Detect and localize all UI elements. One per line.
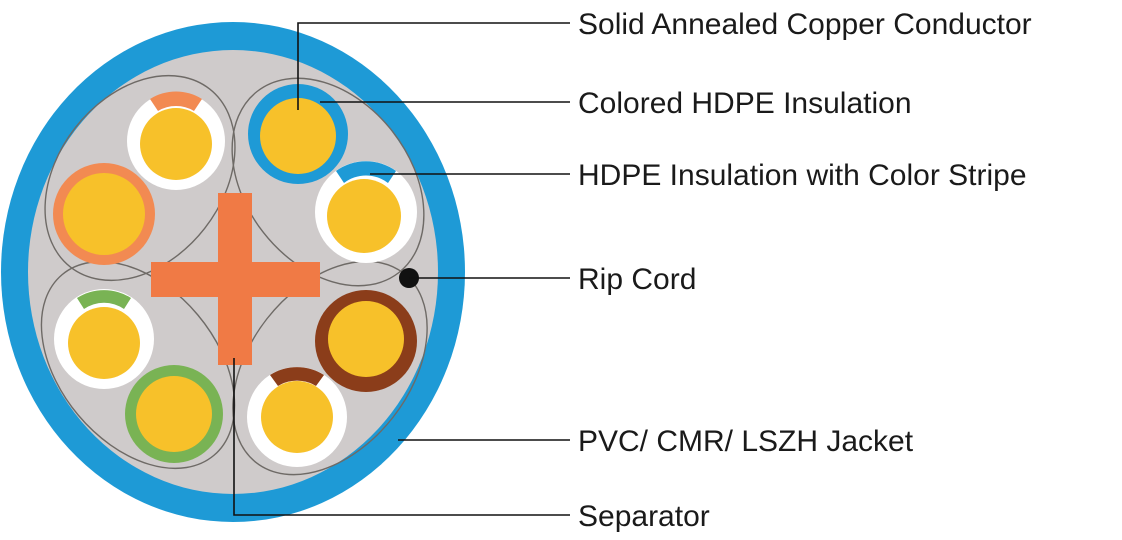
wire-orange <box>53 163 155 265</box>
label-separator: Separator <box>578 500 710 533</box>
copper-core <box>140 108 212 180</box>
green-stripe <box>77 290 131 309</box>
wire-white-orange-stripe <box>127 91 225 190</box>
separator-horizontal-bar <box>151 262 320 297</box>
orange-stripe <box>150 91 202 111</box>
callout-labels: Solid Annealed Copper Conductor Colored … <box>578 8 1032 533</box>
pair-outline-bottom-left <box>40 260 236 470</box>
leader-conductor <box>297 22 570 110</box>
label-rip-cord: Rip Cord <box>578 263 696 296</box>
leader-lines <box>233 22 570 516</box>
label-striped-insulation: HDPE Insulation with Color Stripe <box>578 159 1027 192</box>
wire-green <box>125 365 223 463</box>
copper-core <box>327 179 401 253</box>
wire-white-blue-stripe <box>315 161 417 263</box>
copper-core <box>261 381 333 453</box>
copper-core <box>136 376 212 452</box>
pair-outline-top-left <box>44 74 236 282</box>
cross-separator <box>151 193 320 365</box>
wire-white-green-stripe <box>54 289 154 389</box>
label-colored-insulation: Colored HDPE Insulation <box>578 87 912 120</box>
pair-outline-top-right <box>231 77 425 287</box>
copper-core <box>328 301 404 377</box>
copper-core <box>68 307 140 379</box>
leader-separator <box>233 358 570 516</box>
label-jacket: PVC/ CMR/ LSZH Jacket <box>578 425 914 458</box>
copper-core <box>63 173 145 255</box>
brown-stripe <box>270 367 324 386</box>
wire-blue <box>248 84 348 184</box>
label-conductor: Solid Annealed Copper Conductor <box>578 8 1032 41</box>
wire-white-brown-stripe <box>247 367 347 467</box>
wire-brown <box>315 290 417 392</box>
blue-stripe <box>336 161 396 183</box>
copper-core <box>260 98 336 174</box>
pair-outlines <box>40 74 428 476</box>
